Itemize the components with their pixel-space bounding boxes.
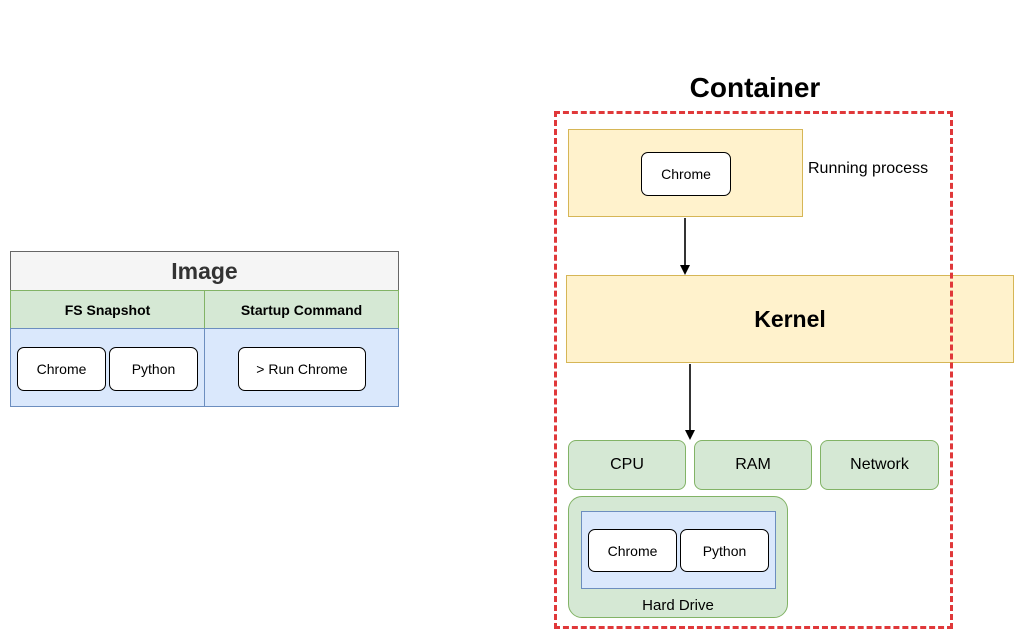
image-title: Image: [10, 251, 399, 291]
drive-file-chrome: Chrome: [588, 529, 677, 572]
hard-drive-box: Chrome Python Hard Drive: [568, 496, 788, 618]
hard-drive-label: Hard Drive: [642, 596, 714, 614]
image-panel: Image FS Snapshot Startup Command Chrome…: [10, 251, 399, 407]
kernel-box: Kernel: [566, 275, 1014, 363]
process-chrome-box: Chrome: [641, 152, 731, 196]
image-file-python: Python: [109, 347, 198, 391]
process-area: Chrome: [568, 129, 803, 217]
cpu-box: CPU: [568, 440, 686, 490]
ram-box: RAM: [694, 440, 812, 490]
hard-drive-files-area: Chrome Python: [581, 511, 776, 589]
network-box: Network: [820, 440, 939, 490]
startup-command-header: Startup Command: [204, 290, 399, 329]
drive-file-python: Python: [680, 529, 769, 572]
image-file-chrome: Chrome: [17, 347, 106, 391]
startup-command-area: > Run Chrome: [204, 328, 399, 407]
running-process-label: Running process: [808, 160, 929, 177]
fs-snapshot-header: FS Snapshot: [10, 290, 205, 329]
startup-command-box: > Run Chrome: [238, 347, 366, 391]
container-boundary: [554, 111, 953, 629]
container-title: Container: [689, 72, 821, 103]
fs-snapshot-area: Chrome Python: [10, 328, 205, 407]
